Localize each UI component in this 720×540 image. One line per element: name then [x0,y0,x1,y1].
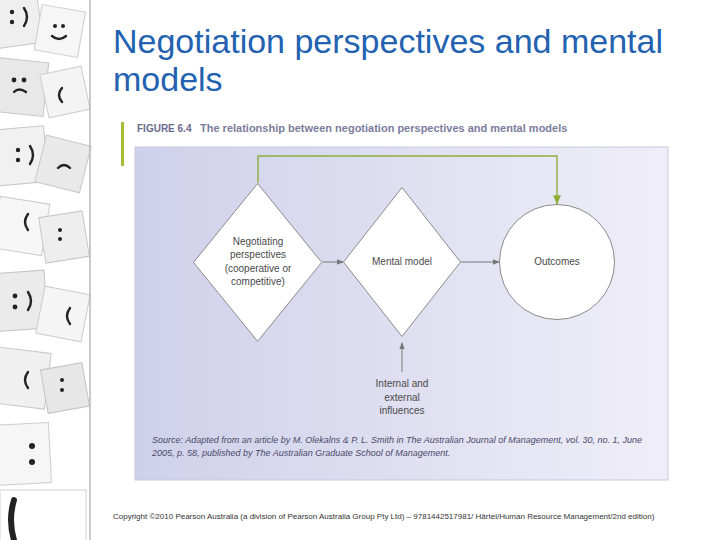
figure-panel [135,147,668,480]
influence-label: Internal and external influences [370,377,434,418]
outcome-circle: Outcomes [499,204,615,320]
accent-bar [121,122,124,166]
figure-heading: The relationship between negotiation per… [200,122,660,136]
node-text: Mental model [367,255,437,269]
slide-title: Negotiation perspectives and mental mode… [113,22,673,98]
source-note: Source: Adapted from an article by M. Ol… [152,434,660,460]
node-text: Outcomes [517,255,597,269]
decision-diamond: Mental model [343,187,461,337]
node-text: Negotiating perspectives (cooperative or… [221,235,295,289]
dice-illustration [0,0,91,540]
flow-arrow [461,262,499,263]
decision-diamond: Negotiating perspectives (cooperative or… [193,183,322,342]
influence-arrow [402,343,403,372]
copyright-note: Copyright ©2010 Pearson Australia (a div… [113,512,693,522]
diamond-outline [193,183,322,342]
figure-number: FIGURE 6.4 [137,123,207,136]
flow-arrow [323,261,343,262]
